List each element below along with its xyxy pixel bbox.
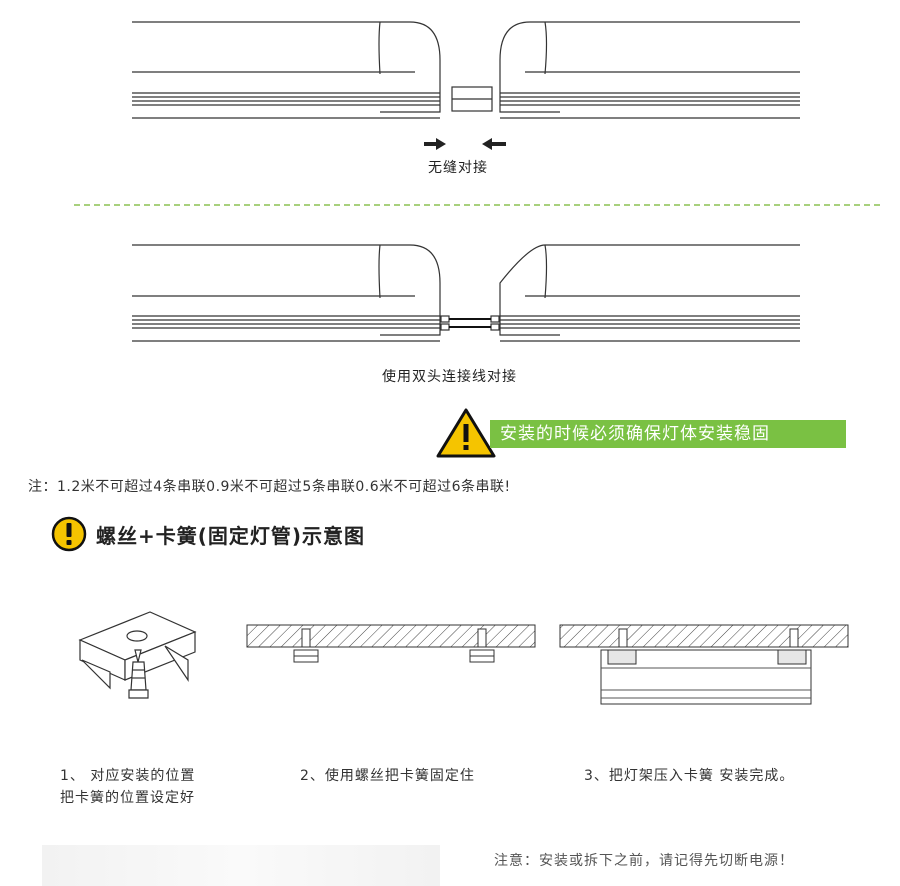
power-off-note: 注意：安装或拆下之前，请记得先切断电源！ <box>494 853 794 869</box>
seamless-joint-diagram <box>132 21 800 150</box>
step1-text-line1: 1、 对应安装的位置 <box>60 768 196 784</box>
seamless-caption: 无缝对接 <box>428 160 488 176</box>
section-title: 螺丝+卡簧(固定灯管)示意图 <box>96 524 366 548</box>
warning-icon <box>436 408 496 458</box>
step2-text: 2、使用螺丝把卡簧固定住 <box>300 768 475 784</box>
step1-clip-illustration <box>78 611 197 699</box>
green-dashed-divider <box>74 204 880 206</box>
step2-ceiling-illustration <box>246 624 849 705</box>
exclamation-circle-icon <box>51 516 87 552</box>
step3-text: 3、把灯架压入卡簧 安装完成。 <box>584 768 795 784</box>
series-limit-note: 注：1.2米不可超过4条串联0.9米不可超过5条串联0.6米不可超过6条串联! <box>28 479 511 495</box>
double-head-caption: 使用双头连接线对接 <box>382 369 517 385</box>
step1-text-line2: 把卡簧的位置设定好 <box>60 790 195 806</box>
double-head-joint-diagram <box>132 244 800 342</box>
install-warning-bar: 安装的时候必须确保灯体安装稳固 <box>490 420 846 448</box>
faded-image-strip <box>42 845 440 886</box>
